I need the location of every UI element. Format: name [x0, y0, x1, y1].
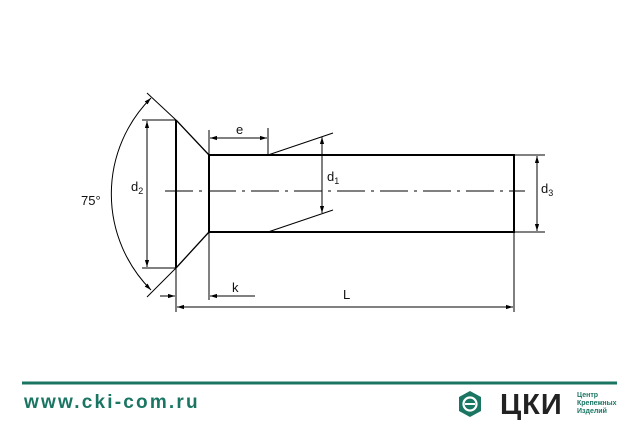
tagline-line: Изделий [577, 408, 607, 415]
L-label: L [343, 287, 350, 302]
d2-label: d2 [131, 179, 143, 196]
tagline-line: Центр [577, 392, 599, 399]
website-link[interactable]: www.cki-com.ru [24, 392, 200, 413]
d1-label: d1 [327, 169, 339, 186]
hex-logo-icon [459, 391, 481, 417]
tagline-line: Крепежных [577, 400, 617, 407]
d3-label: d3 [541, 181, 553, 198]
rivet-outline [175, 119, 515, 269]
angle-arc [110, 97, 152, 291]
e-label: e [236, 122, 243, 137]
k-label: k [232, 280, 239, 295]
angle-label: 75° [81, 193, 101, 208]
brand-tagline: Центр Крепежных Изделий [577, 392, 617, 416]
brand-name: ЦКИ [500, 389, 563, 421]
